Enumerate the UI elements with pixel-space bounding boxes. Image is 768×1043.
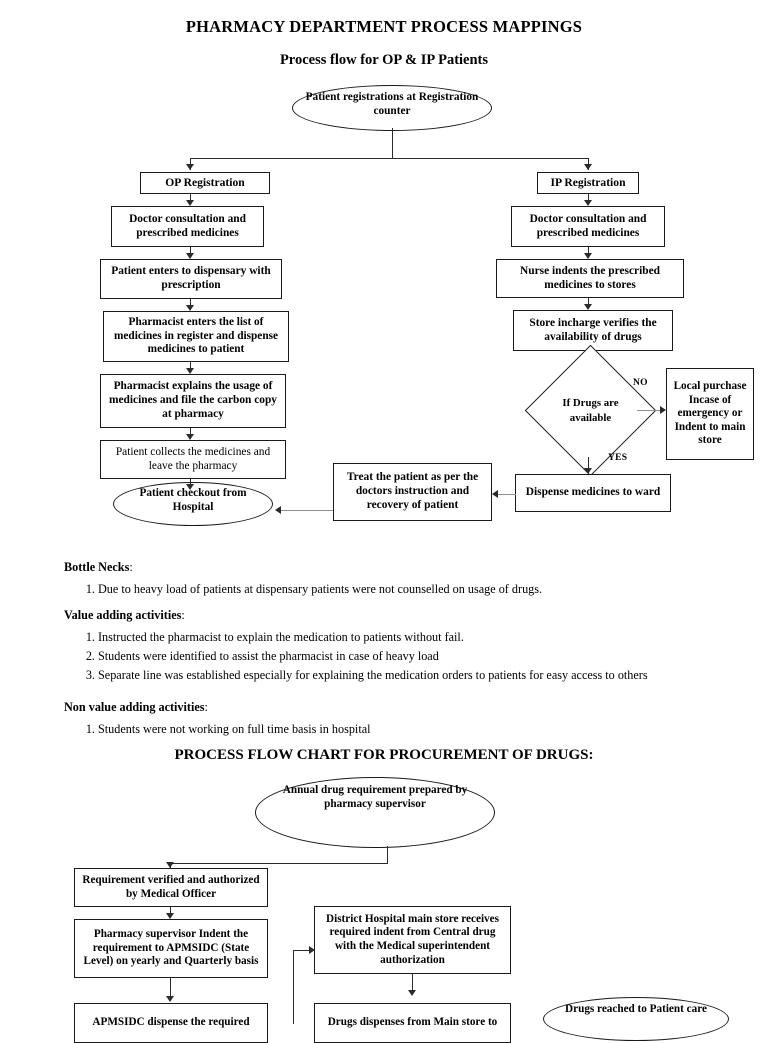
notes-non-value-adding: Non value adding activities: Students we… — [64, 700, 704, 740]
notes-value-adding: Value adding activities: Instructed the … — [64, 608, 704, 685]
box-requirement-verified: Requirement verified and authorized by M… — [74, 868, 268, 907]
arrow-decision-no — [660, 406, 666, 414]
box-ip-doctor-consultation: Doctor consultation and prescribed medic… — [511, 206, 665, 247]
section2-title: PROCESS FLOW CHART FOR PROCUREMENT OF DR… — [174, 747, 594, 763]
arrow-op-1 — [186, 200, 194, 206]
connector-ip-2 — [588, 247, 590, 257]
connector-feeder-horizontal — [293, 950, 311, 952]
connector-flow2-3 — [412, 974, 414, 994]
connector-feeder-vertical — [293, 950, 295, 1024]
box-district-hospital-store: District Hospital main store receives re… — [314, 906, 511, 974]
box-op-patient-collects: Patient collects the medicines and leave… — [100, 440, 286, 479]
connector-decision-no — [637, 410, 662, 412]
box-ip-nurse-indents: Nurse indents the prescribed medicines t… — [496, 259, 684, 298]
value-adding-heading: Value adding activities: — [64, 608, 185, 622]
arrow-ip-1 — [584, 200, 592, 206]
connector-op-1 — [190, 194, 192, 204]
arrow-treat-to-checkout — [275, 506, 281, 514]
connector-ward-to-treat — [497, 494, 516, 496]
box-drugs-dispenses-main-store: Drugs dispenses from Main store to — [314, 1003, 511, 1043]
decision-drugs-available: If Drugs are available — [524, 344, 657, 477]
connector-op-5 — [190, 428, 192, 438]
arrow-to-op-registration — [186, 164, 194, 170]
arrow-decision-yes — [584, 468, 592, 474]
arrow-flow2-1 — [166, 913, 174, 919]
box-apmsidc-dispense: APMSIDC dispense the required — [74, 1003, 268, 1043]
box-supervisor-indent: Pharmacy supervisor Indent the requireme… — [74, 919, 268, 978]
arrow-flow2-to-requirement — [166, 862, 174, 868]
value-adding-list: Instructed the pharmacist to explain the… — [64, 629, 704, 683]
connector-ip-3 — [588, 298, 590, 308]
box-op-doctor-consultation: Doctor consultation and prescribed medic… — [111, 206, 264, 247]
non-value-adding-heading: Non value adding activities: — [64, 700, 208, 714]
box-dispense-to-ward: Dispense medicines to ward — [515, 474, 671, 512]
start-node-patient-registration: Patient registrations at Registration co… — [292, 85, 492, 131]
connector-op-4 — [190, 362, 192, 372]
arrow-op-5 — [186, 434, 194, 440]
arrow-ip-3 — [584, 304, 592, 310]
arrow-ip-2 — [584, 253, 592, 259]
notes-bottlenecks: Bottle Necks: Due to heavy load of patie… — [64, 560, 704, 600]
list-item: Students were not working on full time b… — [98, 721, 704, 738]
arrow-op-3 — [186, 305, 194, 311]
arrow-to-ip-registration — [584, 164, 592, 170]
connector-flow2-down — [387, 846, 389, 864]
connector-flow2-1 — [170, 907, 172, 917]
arrow-flow2-2 — [166, 996, 174, 1002]
arrow-op-4 — [186, 368, 194, 374]
box-ip-registration: IP Registration — [537, 172, 639, 194]
box-op-registration: OP Registration — [140, 172, 270, 194]
box-op-pharmacist-register: Pharmacist enters the list of medicines … — [103, 311, 289, 362]
edge-label-yes: YES — [608, 453, 628, 463]
page-subtitle: Process flow for OP & IP Patients — [279, 52, 489, 68]
list-item: Due to heavy load of patients at dispens… — [98, 581, 704, 598]
non-value-adding-list: Students were not working on full time b… — [64, 721, 704, 738]
box-treat-patient: Treat the patient as per the doctors ins… — [333, 463, 492, 521]
connector-decision-yes — [588, 457, 590, 472]
arrow-op-2 — [186, 253, 194, 259]
arrow-ward-to-treat — [492, 490, 498, 498]
list-item: Students were identified to assist the p… — [98, 648, 704, 665]
connector-treat-to-checkout — [280, 510, 333, 512]
box-op-dispensary: Patient enters to dispensary with prescr… — [100, 259, 282, 299]
end-node-patient-checkout: Patient checkout from Hospital — [113, 482, 273, 526]
connector-op-2 — [190, 247, 192, 257]
connector-split-horizontal — [190, 158, 589, 160]
connector-ip-1 — [588, 194, 590, 204]
connector-flow2-2 — [170, 978, 172, 1000]
list-item: Instructed the pharmacist to explain the… — [98, 629, 704, 646]
box-ip-store-verifies: Store incharge verifies the availability… — [513, 310, 673, 351]
edge-label-no: NO — [633, 378, 648, 388]
bottlenecks-list: Due to heavy load of patients at dispens… — [64, 581, 704, 598]
connector-start-down — [392, 128, 394, 159]
arrow-flow2-3 — [408, 990, 416, 996]
end-node-patient-care: Drugs reached to Patient care — [543, 997, 729, 1041]
box-local-purchase: Local purchase Incase of emergency or In… — [666, 368, 754, 460]
box-op-pharmacist-explains: Pharmacist explains the usage of medicin… — [100, 374, 286, 428]
arrow-feeder-to-district — [309, 946, 315, 954]
connector-op-3 — [190, 299, 192, 309]
bottlenecks-heading: Bottle Necks: — [64, 560, 133, 574]
connector-flow2-horizontal — [170, 863, 388, 865]
page-title: PHARMACY DEPARTMENT PROCESS MAPPINGS — [185, 17, 583, 36]
start-node-annual-requirement: Annual drug requirement prepared by phar… — [255, 777, 495, 848]
list-item: Separate line was established especially… — [98, 667, 704, 684]
